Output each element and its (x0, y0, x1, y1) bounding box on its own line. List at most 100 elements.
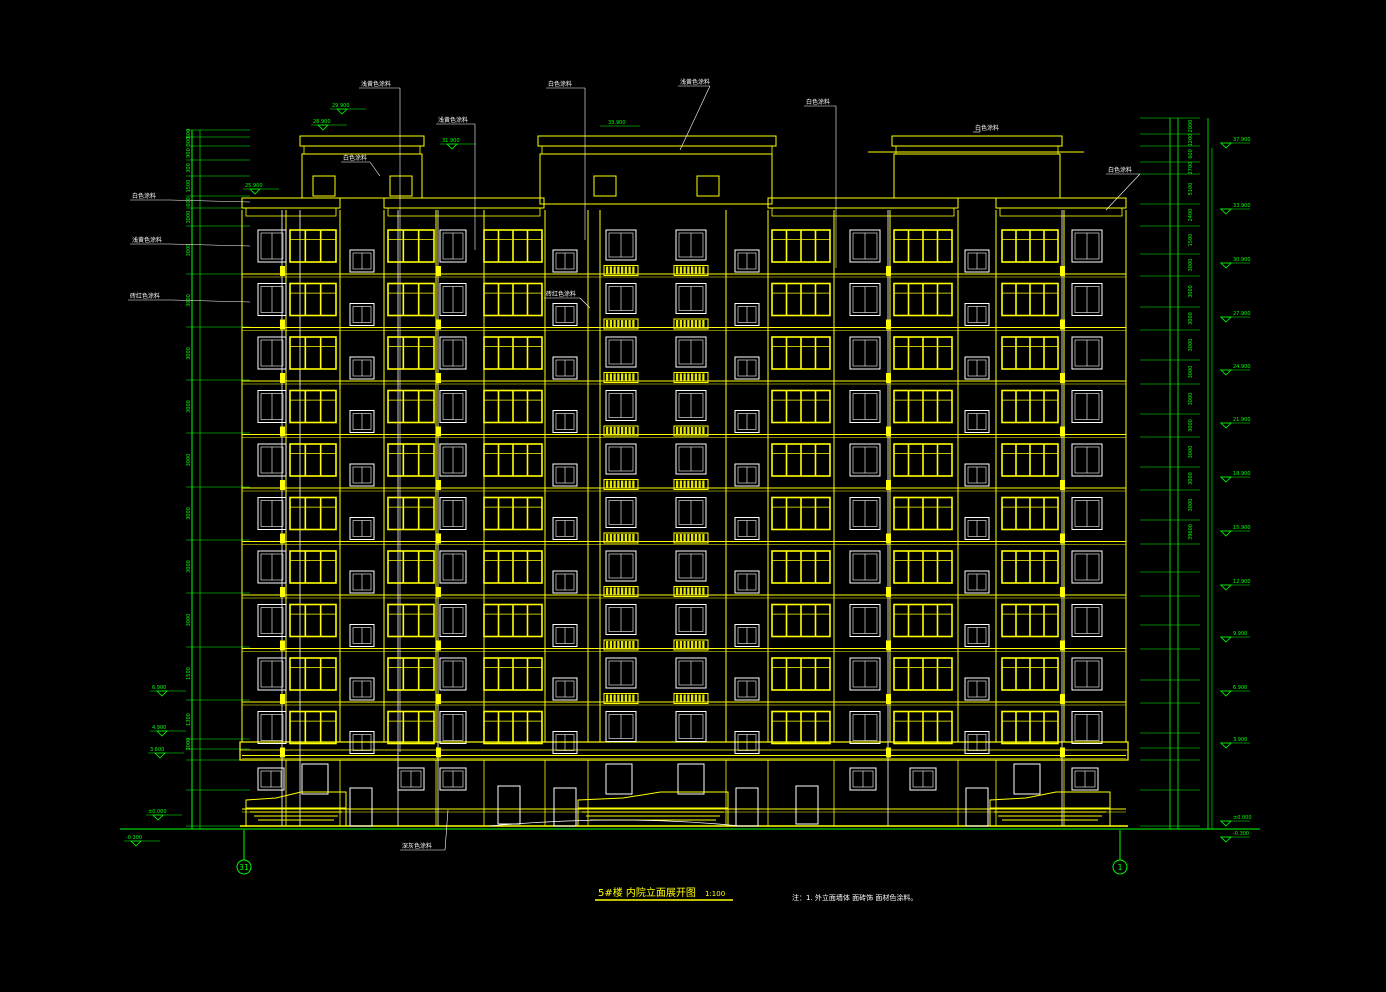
pipe-mark-1-7 (436, 640, 441, 651)
balcony-h-7-bar-0 (606, 587, 609, 596)
window-i-5 (675, 497, 707, 528)
material-label-7: 白色涂料 (132, 192, 156, 200)
elev-right-text-3: 27.900 (1233, 311, 1251, 317)
balcony-i-8-bar-5 (694, 641, 697, 649)
balcony-i-6-bar-4 (691, 534, 694, 542)
balcony-i-1-bar-6 (698, 266, 701, 275)
balcony-h-8 (603, 639, 639, 651)
balcony-i-5-bar-7 (702, 480, 705, 489)
window-e-2 (439, 336, 467, 370)
window-j-4 (734, 463, 760, 487)
pipe-mark-2-1 (886, 319, 891, 330)
balcony-i-4 (673, 425, 709, 437)
material-leader-3 (679, 85, 711, 151)
elev-right-text-6: 18.900 (1233, 471, 1251, 477)
pipe-mark-1-8 (436, 694, 441, 704)
balcony-h-3-bar-3 (617, 373, 620, 382)
balcony-h-9-bar-0 (606, 694, 609, 703)
elev-right-mark-11 (1220, 742, 1232, 749)
window-l-3 (849, 390, 881, 423)
window-h-3 (605, 390, 637, 421)
window-p-2 (1071, 336, 1103, 370)
window-p-9 (1071, 711, 1103, 744)
balcony-i-6-bar-2 (683, 534, 686, 542)
elev-right-text-5: 21.900 (1233, 417, 1251, 423)
window-g-3 (552, 410, 578, 433)
roof-parapet-a-b (245, 207, 337, 217)
window-g-5 (552, 517, 578, 540)
balcony-i-2-bar-1 (679, 320, 682, 328)
balcony-h-8-bar-6 (628, 641, 631, 649)
pipe-mark-3-1 (1060, 319, 1065, 330)
balcony-h-1 (603, 265, 639, 276)
pipe-mark-1-3 (436, 426, 441, 437)
balcony-i-2-bar-0 (676, 320, 679, 328)
window-c-6 (349, 570, 375, 594)
window-layer (257, 229, 1103, 791)
elev-right-mark-6 (1220, 476, 1232, 483)
window-b-0 (289, 229, 337, 263)
balcony-i-1-bar-4 (691, 266, 694, 275)
axis-label-left: 31 (239, 863, 249, 872)
ground-floor-layer (245, 760, 1111, 827)
gf-door-2 (677, 763, 705, 795)
material-label-12: 深灰色涂料 (402, 842, 432, 850)
window-n-0 (964, 249, 990, 273)
window-p-3 (1071, 390, 1103, 423)
dim-right-text-5: 2400 (1188, 209, 1194, 222)
pipe-mark-0-3 (280, 426, 285, 437)
gf-window-4 (909, 767, 937, 791)
dim-left-text-4: 1500 (186, 180, 192, 193)
dim-right-text-2: 600 (1188, 149, 1194, 159)
window-l-8 (849, 657, 881, 691)
balcony-h-3-bar-7 (632, 373, 635, 382)
dim-right-text-11: 3000 (1188, 366, 1194, 379)
balcony-h-3-bar-0 (606, 373, 609, 382)
gf-window-1 (397, 767, 425, 791)
window-d-2 (387, 336, 435, 370)
drawing-title: 5#楼 内院立面展开图 (598, 886, 696, 899)
gf-entry-door-1 (497, 785, 521, 825)
window-c-5 (349, 517, 375, 540)
window-c-3 (349, 410, 375, 433)
window-e-1 (439, 283, 467, 316)
balcony-i-3-bar-0 (676, 373, 679, 382)
roof-tower-right (891, 135, 1063, 147)
roof-tower-right-b (895, 145, 1059, 155)
balcony-h-2-bar-1 (609, 320, 612, 328)
window-i-2 (675, 336, 707, 368)
window-e-3 (439, 390, 467, 423)
dim-right-text-17: 39600 (1188, 524, 1194, 540)
balcony-i-8 (673, 639, 709, 651)
balcony-i-3-bar-4 (691, 373, 694, 382)
elev-right-mark-1 (1220, 208, 1232, 215)
balcony-h-9-bar-2 (613, 694, 616, 703)
window-e-0 (439, 229, 467, 263)
elev-right-text-10: 6.900 (1233, 685, 1247, 691)
balcony-i-7-bar-0 (676, 587, 679, 596)
elev-left-text-4: 6.900 (152, 685, 166, 691)
dim-right-text-3: 2700 (1188, 162, 1194, 175)
window-n-3 (964, 410, 990, 433)
balcony-i-5-bar-4 (691, 480, 694, 489)
dim-left-text-9: 3000 (186, 347, 192, 360)
roof-tower-center (537, 135, 777, 147)
window-d-8 (387, 657, 435, 691)
balcony-h-2-bar-6 (628, 320, 631, 328)
material-label-6: 白色涂料 (343, 154, 367, 162)
balcony-h-1-bar-0 (606, 266, 609, 275)
window-d-1 (387, 282, 435, 317)
roof-parapet-c (767, 197, 959, 209)
pipe-mark-0-7 (280, 640, 285, 651)
roof-parapet-d-b (999, 207, 1123, 217)
window-d-0 (387, 229, 435, 263)
balcony-i-5 (673, 479, 709, 490)
drawing-scale: 1:100 (705, 890, 725, 898)
balcony-i-3-bar-5 (694, 373, 697, 382)
balcony-i-7-bar-3 (687, 587, 690, 596)
right-tower-body (893, 153, 1061, 199)
balcony-i-7-bar-5 (694, 587, 697, 596)
material-label-8: 浅黄色涂料 (132, 236, 162, 244)
window-n-1 (964, 303, 990, 326)
